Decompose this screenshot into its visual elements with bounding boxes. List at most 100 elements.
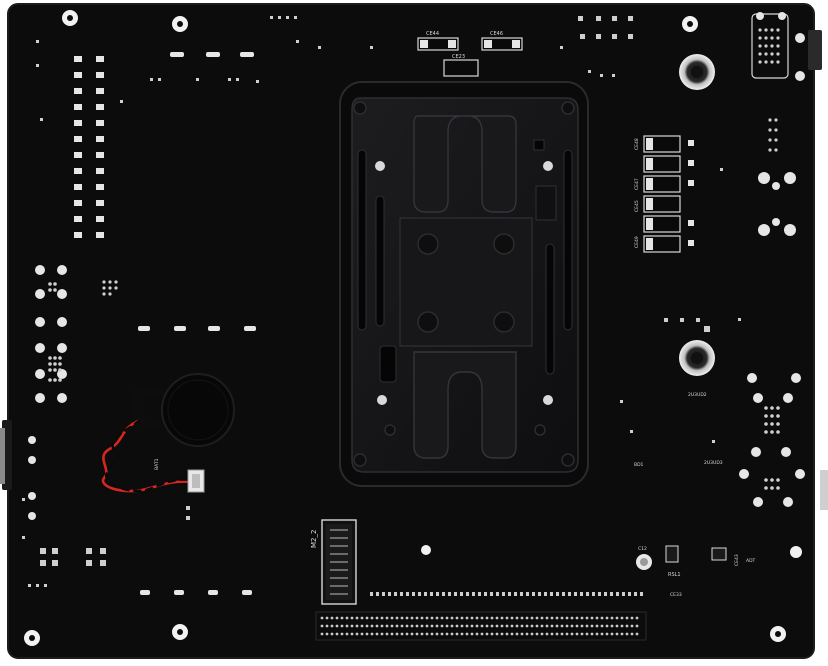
pcie-pin (410, 632, 414, 636)
pcie-pin (615, 632, 619, 636)
label-2u3ud3: 2U3UD3 (704, 460, 723, 466)
smd-pad (424, 592, 427, 596)
smd-pad (376, 592, 379, 596)
smd-pad (568, 592, 571, 596)
pcie-pin (410, 616, 414, 620)
pcie-pin (500, 632, 504, 636)
label-bd1: BD1 (634, 462, 644, 468)
battery-connector (187, 469, 205, 493)
smd-pad (544, 592, 547, 596)
pcie-pin (355, 632, 359, 636)
pcie-pin (440, 632, 444, 636)
pcie-pin (550, 624, 554, 628)
smd-pad (520, 592, 523, 596)
pcie-pin (420, 624, 424, 628)
pcie-pin (435, 632, 439, 636)
pcie-pin (345, 624, 349, 628)
pcie-pin (460, 632, 464, 636)
pcie-pin (375, 632, 379, 636)
smd-pad (472, 592, 475, 596)
pcie-pin (350, 616, 354, 620)
pcie-pin (415, 616, 419, 620)
pcie-pin (545, 616, 549, 620)
pcie-pin (375, 616, 379, 620)
smd-pad (466, 592, 469, 596)
pcie-pin (405, 624, 409, 628)
smd-pad (526, 592, 529, 596)
pcie-pin (545, 624, 549, 628)
pcie-pin (330, 616, 334, 620)
pcie-pin (525, 624, 529, 628)
pcie-pin (485, 616, 489, 620)
smd-pad (496, 592, 499, 596)
pcie-pin (420, 616, 424, 620)
pcie-pin (610, 616, 614, 620)
pcie-pin (515, 632, 519, 636)
via-array-left (48, 280, 118, 382)
pcie-pin (535, 616, 539, 620)
pcie-pin (370, 616, 374, 620)
capacitor-ce44 (417, 37, 459, 51)
capacitor-ce43 (711, 547, 727, 561)
smd-pad (400, 592, 403, 596)
smd-pad (454, 592, 457, 596)
pcie-pin (470, 624, 474, 628)
pcie-pin (365, 624, 369, 628)
pcie-pin (390, 616, 394, 620)
smd-components-bottom-left (22, 498, 190, 587)
pcie-pin (325, 616, 329, 620)
pcie-pin (630, 624, 634, 628)
pcie-pin (325, 632, 329, 636)
pcie-pin (465, 632, 469, 636)
pcie-pin (500, 624, 504, 628)
smd-components-top (36, 16, 615, 121)
pcie-pin (500, 616, 504, 620)
pcie-pin (590, 632, 594, 636)
smd-pad (394, 592, 397, 596)
pcie-pin (495, 616, 499, 620)
pcie-pin (555, 632, 559, 636)
pcie-pin (490, 632, 494, 636)
smd-pad (538, 592, 541, 596)
pcie-pin (560, 632, 564, 636)
pcie-pin (570, 616, 574, 620)
pad-cluster-left (28, 265, 67, 520)
pcie-pin (355, 624, 359, 628)
screw-standoff (679, 54, 715, 376)
smd-pad (508, 592, 511, 596)
pcie-pin (435, 616, 439, 620)
pcie-pin (515, 624, 519, 628)
right-edge-connector (808, 30, 822, 70)
pcie-pin (610, 632, 614, 636)
pcie-pin (530, 624, 534, 628)
m2-slot (321, 519, 357, 605)
smd-pad (442, 592, 445, 596)
smd-pad (562, 592, 565, 596)
pcie-pin (600, 624, 604, 628)
pcie-pin (540, 624, 544, 628)
label-ce46: CE46 (490, 31, 503, 37)
pcie-pin (385, 624, 389, 628)
pcie-pin (365, 632, 369, 636)
pcie-pin (400, 616, 404, 620)
capacitor-c12 (636, 554, 652, 570)
pcie-pin (540, 616, 544, 620)
pcie-pin (450, 632, 454, 636)
pcie-pin (525, 616, 529, 620)
pcie-pin (590, 624, 594, 628)
pcie-pin (555, 616, 559, 620)
smd-pad (580, 592, 583, 596)
pcie-pin (395, 632, 399, 636)
pcie-pin (585, 624, 589, 628)
pcie-pin (330, 632, 334, 636)
label-2u3ud2: 2U3UD2 (688, 392, 707, 398)
pcie-pin (630, 632, 634, 636)
pcie-pin (425, 616, 429, 620)
smd-pad (388, 592, 391, 596)
smd-pad (490, 592, 493, 596)
pcie-pin (610, 624, 614, 628)
pcie-pin (460, 624, 464, 628)
pcie-pins (320, 616, 639, 636)
pcie-pin (530, 632, 534, 636)
pcie-pin (480, 616, 484, 620)
